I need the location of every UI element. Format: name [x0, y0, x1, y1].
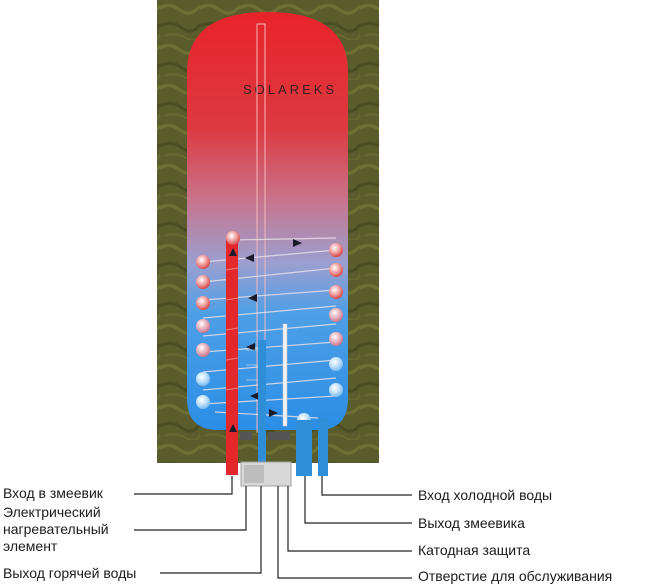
arrow-up-icon: [229, 424, 237, 432]
coil-turn: [329, 357, 343, 371]
coil-turn: [329, 308, 343, 322]
coil-turn: [196, 343, 210, 357]
cold-water-inlet-pipe: [318, 418, 328, 476]
brand-logo: SOLAREKS: [243, 82, 337, 97]
label-electric-element-line2: нагревательный: [3, 521, 109, 537]
label-coil-outlet: Выход змеевика: [418, 515, 525, 531]
coil-turn: [329, 332, 343, 346]
label-service-opening: Отверстие для обслуживания: [418, 568, 613, 584]
coil-turn: [329, 263, 343, 277]
service-opening-inner: [244, 465, 264, 483]
cathode-rod: [282, 323, 288, 427]
hot-water-outlet-tube: [258, 340, 266, 475]
arrow-left-icon: [245, 254, 254, 262]
coil-turn: [196, 296, 210, 310]
arrow-right-icon: [293, 239, 302, 247]
arrow-left-icon: [250, 392, 259, 400]
label-electric-element-line3: элемент: [3, 538, 58, 554]
coil-turns-right: [329, 243, 343, 397]
coil-inlet-pipe: [226, 240, 238, 475]
arrow-up-icon: [229, 248, 237, 256]
coil-turn: [196, 319, 210, 333]
bottom-flange: [268, 432, 290, 440]
coil-turn: [329, 285, 343, 299]
leader-lines: [134, 476, 412, 579]
label-hot-water-outlet: Выход горячей воды: [3, 565, 137, 581]
label-electric-element-line1: Электрический: [3, 504, 101, 520]
label-electric-element: Электрический нагревательный элемент: [3, 504, 109, 555]
coil-turn: [329, 243, 343, 257]
coil-outlet-pipe: [296, 420, 312, 476]
arrow-right-icon: [269, 409, 278, 417]
coil-turn: [196, 372, 210, 386]
arrow-left-icon: [246, 343, 255, 351]
coil-turn: [196, 255, 210, 269]
arrow-left-icon: [248, 294, 257, 302]
coil-turn: [196, 275, 210, 289]
coil-turns-left: [196, 255, 210, 409]
heat-exchanger-coil: [202, 237, 337, 419]
coil-turn: [226, 231, 240, 245]
water-tank: [187, 12, 348, 430]
bottom-flange: [240, 432, 252, 440]
label-coil-inlet: Вход в змеевик: [3, 485, 103, 501]
flow-arrows: [229, 239, 306, 463]
coil-turn: [329, 383, 343, 397]
label-cathode-protection: Катодная защита: [418, 542, 531, 558]
coil-turn: [196, 395, 210, 409]
label-cold-water-inlet: Вход холодной воды: [418, 487, 553, 503]
